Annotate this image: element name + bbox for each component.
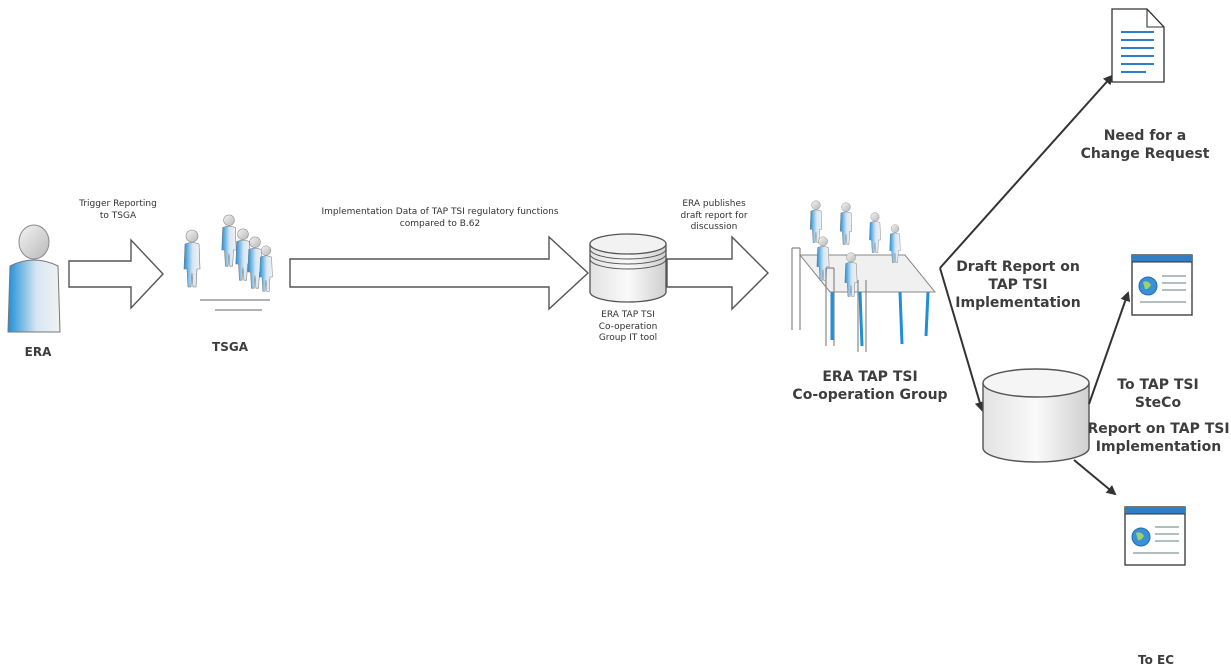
arrow-to-change-request [939,74,1114,269]
implementation-data-line-2: compared to B.62 [399,218,481,229]
trigger-label-line-1: Trigger Reporting [79,199,157,209]
group-label-line-1: ERA TAP TSI [822,369,918,385]
meeting-group-icon [791,200,937,352]
ec-label: To EC [1137,653,1175,667]
it-tool-line-1: ERA TAP TSI [601,310,655,320]
trigger-arrow [68,238,164,310]
change-request-label: Need for a Change Request [1080,127,1210,163]
publishes-arrow [666,235,769,311]
group-label-line-2: Co-operation Group [792,387,948,404]
steco-line-2: SteCo [1134,395,1182,412]
era-person-icon [7,224,61,333]
publishes-label: ERA publishes draft report for discussio… [668,199,760,234]
document-icon [1111,8,1165,83]
draft-report-line-2: TAP TSI [988,277,1048,294]
arrow-to-report-db [939,267,985,412]
tsga-group-icon [183,214,273,311]
change-request-line-1: Need for a [1103,128,1187,144]
group-label: ERA TAP TSI Co-operation Group [790,368,950,404]
publishes-line-3: discussion [690,222,738,233]
it-tool-line-2: Co-operation [598,321,658,332]
era-label: ERA [24,345,52,359]
implementation-data-line-1: Implementation Data of TAP TSI regulator… [321,207,559,217]
implementation-data-label: Implementation Data of TAP TSI regulator… [290,207,590,230]
report-line-1: Report on TAP TSI [1087,421,1230,437]
steco-webpage-icon [1131,254,1193,316]
it-tool-label: ERA TAP TSI Co-operation Group IT tool [582,310,674,345]
implementation-data-arrow [289,235,590,311]
trigger-label-line-2: to TSGA [99,210,137,221]
change-request-line-2: Change Request [1080,146,1210,163]
tsga-label: TSGA [212,340,248,354]
trigger-label: Trigger Reporting to TSGA [68,199,168,222]
steco-line-1: To TAP TSI [1117,377,1199,393]
report-database-icon [982,368,1090,463]
steco-label: To TAP TSI SteCo [1108,376,1208,412]
it-tool-database-icon [589,233,667,303]
report-label: Report on TAP TSI Implementation [1086,420,1231,456]
publishes-line-1: ERA publishes [682,199,746,209]
draft-report-line-1: Draft Report on [956,259,1080,275]
it-tool-line-3: Group IT tool [598,333,658,344]
arrow-to-steco [1088,291,1131,405]
arrow-to-ec [1073,459,1117,496]
draft-report-label: Draft Report on TAP TSI Implementation [948,258,1088,313]
draft-report-line-3: Implementation [955,295,1081,312]
report-line-2: Implementation [1095,439,1222,456]
ec-webpage-icon [1124,506,1186,566]
publishes-line-2: draft report for [680,210,748,221]
